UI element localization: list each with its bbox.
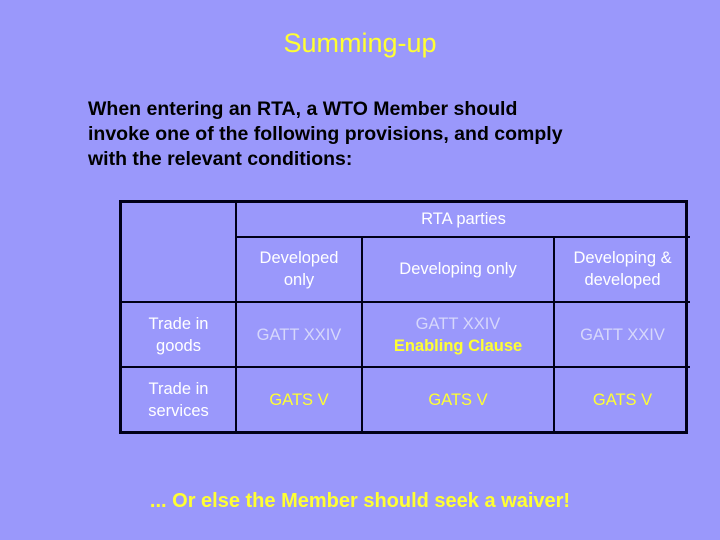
provisions-table: RTA parties Developed only Developing on… [119,200,691,434]
table-row-column-headers: Developed only Developing only Developin… [122,235,691,304]
row-header-line: Trade in [148,379,209,398]
value-gatt-xxiv: GATT XXIV [256,325,342,344]
row-header-line: goods [156,336,201,355]
value-gats-v: GATS V [269,390,329,409]
footer-note: ... Or else the Member should seek a wai… [149,490,571,512]
table-row-header-trade-in-services: Trade in services [122,366,237,431]
col-header-line: only [283,271,315,290]
table-row-trade-in-services: Trade in services GATS V GATS V GATS V [122,366,691,431]
intro-line-2: invoke one of the following provisions, … [88,123,563,145]
table-row-header-trade-in-goods: Trade in goods [122,301,237,369]
page-title: Summing-up [283,28,437,58]
col-header-line: developed [584,271,661,290]
col-header-line: Developed [259,249,339,268]
cell-services-developing-only: GATS V [361,366,555,431]
cell-goods-developed-only: GATT XXIV [235,301,363,369]
value-gats-v: GATS V [428,390,488,409]
table-col-header-developing-only: Developing only [361,235,555,304]
table-col-header-developed-only: Developed only [236,235,363,304]
table-row-trade-in-goods: Trade in goods GATT XXIV GATT XXIV Enabl… [122,301,691,369]
value-gats-v: GATS V [592,390,653,409]
cell-services-developing-and-developed: GATS V [552,366,691,431]
col-header-line: Developing only [399,260,517,279]
col-header-line: Developing & [573,249,672,268]
matrix-table: RTA parties Developed only Developing on… [122,203,691,431]
cell-services-developed-only: GATS V [235,366,363,431]
table-corner-cell [122,203,237,304]
value-gatt-xxiv: GATT XXIV [580,325,665,344]
row-header-line: Trade in [148,314,209,333]
table-group-header-rta-parties: RTA parties [234,203,691,238]
value-enabling-clause: Enabling Clause [393,336,523,355]
table-col-header-developing-and-developed: Developing & developed [552,235,691,304]
intro-line-3: with the relevant conditions: [88,148,353,170]
cell-goods-developing-only: GATT XXIV Enabling Clause [361,301,555,369]
intro-line-1: When entering an RTA, a WTO Member shoul… [88,98,518,120]
value-gatt-xxiv: GATT XXIV [415,314,501,333]
table-row-group-header: RTA parties [122,203,691,304]
row-header-line: services [148,401,209,420]
cell-goods-developing-and-developed: GATT XXIV [552,301,691,369]
intro-paragraph: When entering an RTA, a WTO Member shoul… [88,97,688,172]
